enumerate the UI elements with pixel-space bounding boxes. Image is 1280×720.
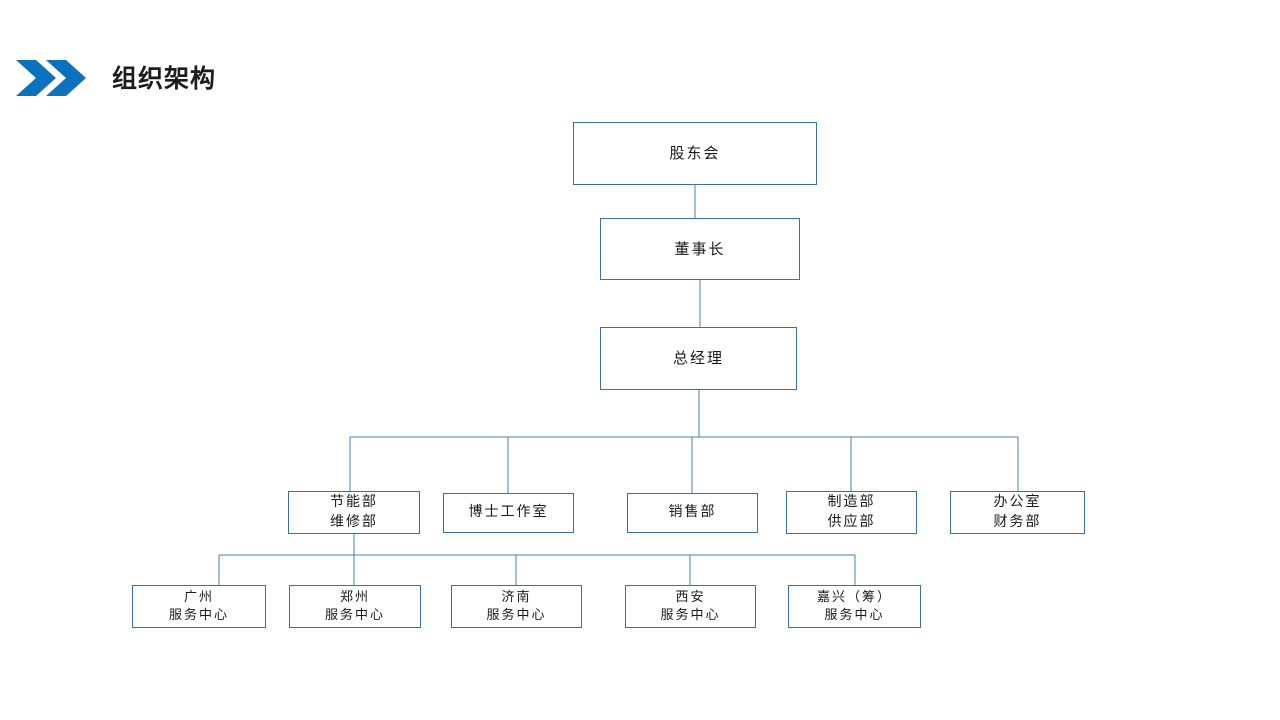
org-node-xian-center[interactable]: 西安 服务中心 [625,585,756,628]
org-node-label: 董事长 [674,239,726,258]
org-node-jiaxing-center[interactable]: 嘉兴（筹） 服务中心 [788,585,921,628]
org-node-label: 节能部 维修部 [330,494,378,530]
org-node-guangzhou-center[interactable]: 广州 服务中心 [132,585,266,628]
org-node-doctoral-studio[interactable]: 博士工作室 [443,493,574,533]
org-node-label: 博士工作室 [468,504,549,521]
org-node-label: 嘉兴（筹） 服务中心 [816,589,892,623]
page-title: 组织架构 [112,64,217,93]
org-node-label: 销售部 [668,504,717,521]
org-node-jinan-center[interactable]: 济南 服务中心 [451,585,582,628]
org-node-label: 郑州 服务中心 [324,589,385,623]
slide-header: 组织架构 [0,0,1280,120]
org-node-label: 广州 服务中心 [168,589,229,623]
org-node-label: 济南 服务中心 [486,589,547,623]
org-node-sales[interactable]: 销售部 [627,493,758,533]
org-node-chairman[interactable]: 董事长 [600,218,800,280]
org-node-label: 西安 服务中心 [660,589,721,623]
org-node-manufacture-supply[interactable]: 制造部 供应部 [786,491,917,534]
org-node-label: 制造部 供应部 [827,494,876,530]
double-chevron-right-icon [14,58,86,98]
org-node-label: 总经理 [672,349,724,368]
org-node-label: 股东会 [669,144,721,163]
org-node-label: 办公室 财务部 [993,494,1042,530]
org-node-energy-maintenance[interactable]: 节能部 维修部 [288,491,420,534]
org-node-shareholders[interactable]: 股东会 [573,122,817,185]
org-node-office-finance[interactable]: 办公室 财务部 [950,491,1085,534]
org-node-zhengzhou-center[interactable]: 郑州 服务中心 [289,585,421,628]
org-node-general-manager[interactable]: 总经理 [600,327,797,390]
